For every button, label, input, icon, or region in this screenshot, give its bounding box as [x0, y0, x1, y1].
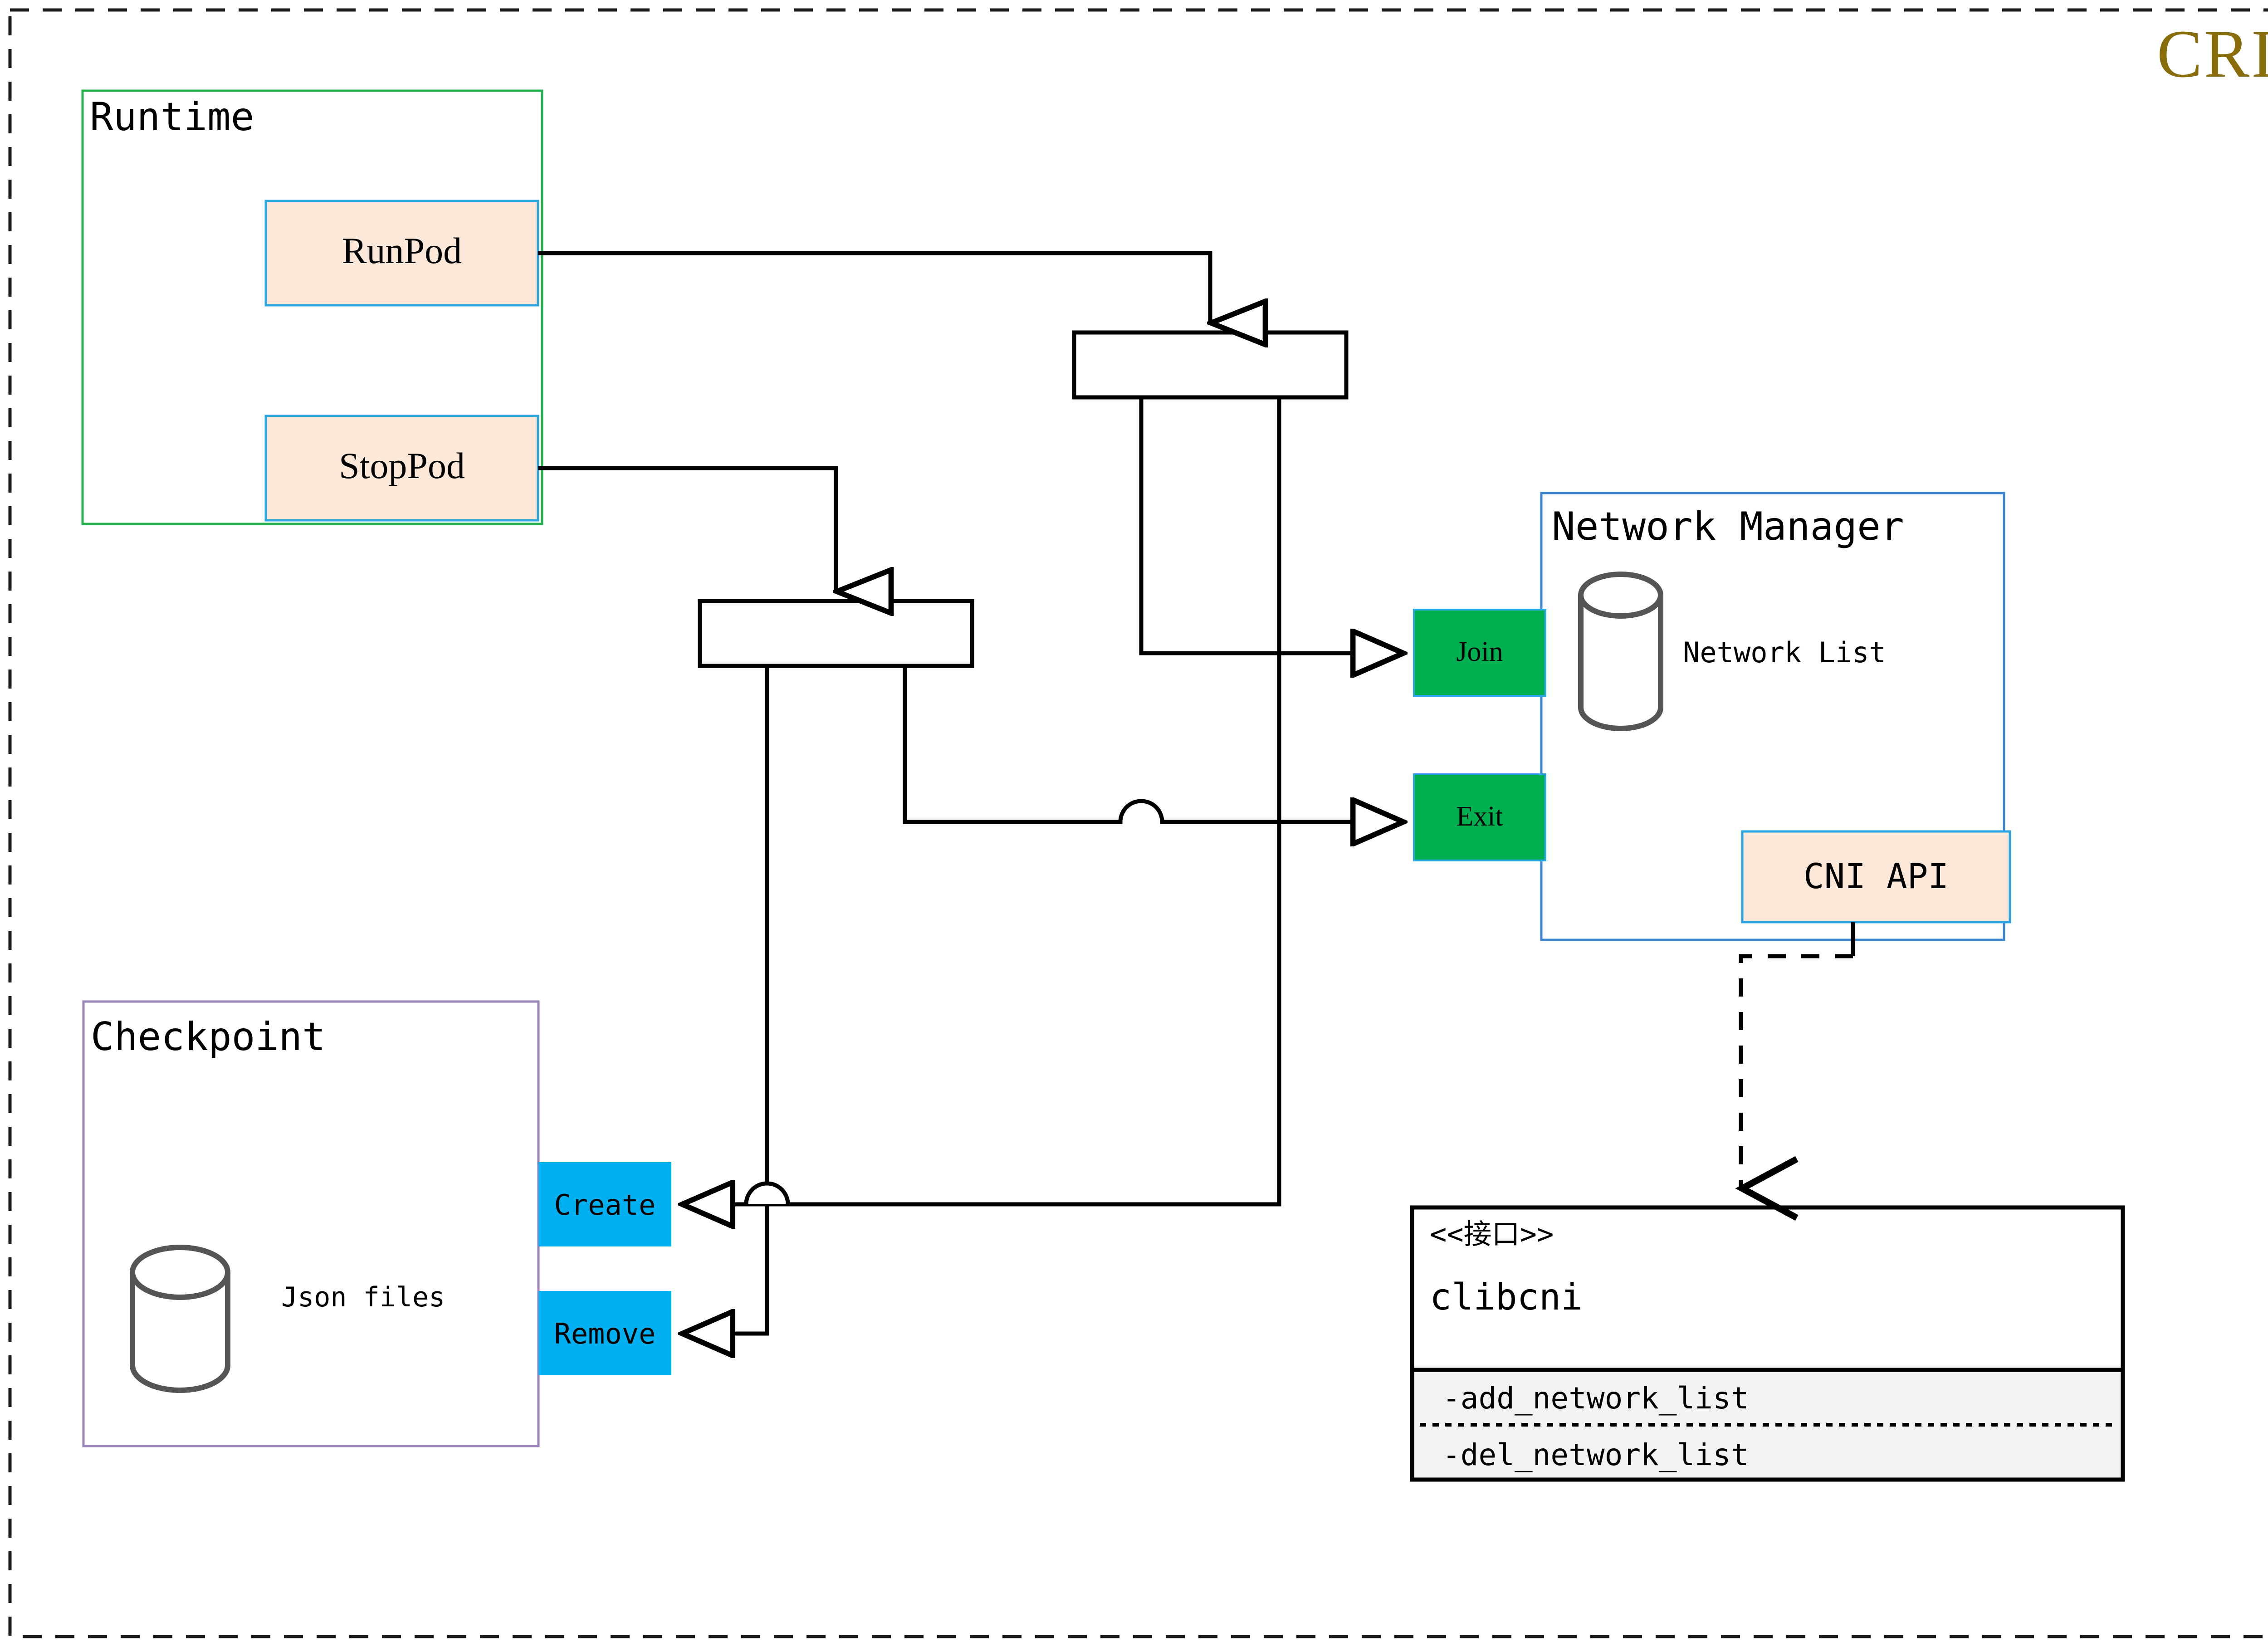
edge-junction-to-create	[681, 397, 1281, 1204]
network-list-cylinder-icon	[1578, 572, 1664, 731]
network-list-label: Network List	[1683, 636, 1886, 669]
remove-label[interactable]: Remove	[554, 1317, 656, 1350]
join-port-label[interactable]: Join	[1456, 636, 1503, 667]
edge-junction-to-join	[1139, 397, 1404, 653]
json-files-cylinder-icon	[130, 1245, 231, 1393]
exit-port-label[interactable]: Exit	[1456, 801, 1503, 832]
remove-box	[538, 1291, 671, 1375]
clibcni-stereotype: <<接口>>	[1430, 1217, 1554, 1251]
cni-api-box	[1741, 830, 2011, 924]
stoppod-label[interactable]: StopPod	[339, 445, 465, 486]
create-box	[538, 1162, 671, 1246]
network-manager-group-label: Network Manager	[1552, 504, 1904, 549]
runpod-label[interactable]: RunPod	[342, 230, 462, 271]
join-port-box	[1413, 609, 1546, 697]
exit-port-box	[1413, 773, 1546, 861]
edge-stoppod-to-junction	[538, 466, 836, 591]
diagram-title: CRI	[2157, 16, 2268, 92]
canvas-dashed-border	[8, 8, 2268, 1638]
checkpoint-group-label: Checkpoint	[91, 1014, 326, 1060]
stoppod-box	[264, 415, 539, 522]
run-junction-box	[1072, 330, 1349, 400]
edge-cniapi-to-clibcni-dashed	[1735, 954, 1853, 1221]
edge-runpod-to-junction	[538, 251, 1210, 323]
create-label[interactable]: Create	[554, 1188, 656, 1222]
runtime-group-label: Runtime	[90, 94, 254, 140]
stop-junction-box	[698, 599, 974, 668]
edge-junction-to-exit	[903, 666, 1404, 822]
clibcni-name: clibcni	[1430, 1276, 1583, 1318]
cni-api-label[interactable]: CNI API	[1803, 856, 1949, 896]
runpod-box	[264, 200, 539, 307]
network-manager-group-box	[1540, 492, 2005, 941]
clibcni-method-add: -add_network_list	[1442, 1381, 1749, 1416]
runtime-group-box	[81, 89, 543, 525]
json-files-label: Json files	[281, 1281, 445, 1313]
checkpoint-group-box	[82, 1000, 540, 1447]
clibcni-method-del: -del_network_list	[1442, 1437, 1749, 1472]
edge-junction-to-remove	[681, 666, 769, 1334]
